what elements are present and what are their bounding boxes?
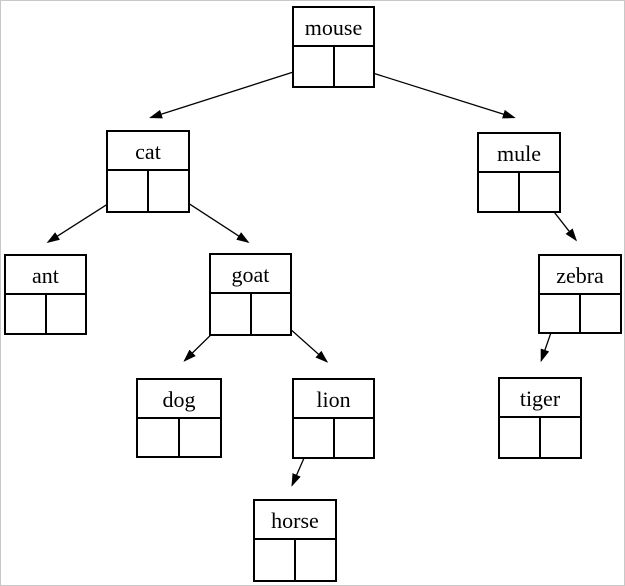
tree-node-goat: goat (209, 253, 292, 336)
pointer-cells-cat (108, 171, 188, 211)
left-pointer-cell-horse (255, 540, 296, 580)
tree-node-tiger: tiger (498, 377, 582, 459)
left-pointer-cell-goat (211, 294, 252, 334)
tree-node-dog: dog (136, 378, 222, 458)
right-pointer-cell-mouse (335, 47, 374, 86)
right-pointer-cell-tiger (541, 418, 580, 457)
tree-node-cat: cat (106, 130, 190, 213)
pointer-cells-goat (211, 294, 290, 334)
left-pointer-cell-zebra (540, 295, 581, 332)
edge-mouse-right-to-mule (352, 66, 516, 119)
node-label-tiger: tiger (500, 379, 580, 418)
right-pointer-cell-cat (149, 171, 188, 211)
node-label-zebra: zebra (540, 256, 620, 295)
node-label-mouse: mouse (294, 8, 373, 47)
pointer-cells-tiger (500, 418, 580, 457)
tree-node-mule: mule (477, 132, 561, 213)
node-label-goat: goat (211, 255, 290, 294)
left-pointer-cell-dog (138, 419, 180, 456)
pointer-cells-mule (479, 173, 559, 211)
pointer-cells-zebra (540, 295, 620, 332)
node-label-ant: ant (6, 256, 85, 295)
pointer-cells-dog (138, 419, 220, 456)
right-pointer-cell-mule (520, 173, 559, 211)
node-label-cat: cat (108, 132, 188, 171)
left-pointer-cell-cat (108, 171, 149, 211)
right-pointer-cell-goat (252, 294, 291, 334)
tree-node-zebra: zebra (538, 254, 622, 334)
tree-node-lion: lion (292, 378, 375, 459)
pointer-cells-horse (255, 540, 335, 580)
node-label-horse: horse (255, 501, 335, 540)
pointer-cells-ant (6, 295, 85, 333)
left-pointer-cell-mule (479, 173, 520, 211)
node-label-mule: mule (479, 134, 559, 173)
left-pointer-cell-tiger (500, 418, 541, 457)
right-pointer-cell-zebra (581, 295, 620, 332)
left-pointer-cell-lion (294, 419, 335, 457)
node-label-dog: dog (138, 380, 220, 419)
right-pointer-cell-horse (296, 540, 335, 580)
node-label-lion: lion (294, 380, 373, 419)
pointer-cells-lion (294, 419, 373, 457)
edge-mouse-left-to-cat (149, 65, 314, 119)
left-pointer-cell-mouse (294, 47, 335, 86)
tree-node-ant: ant (4, 254, 87, 335)
left-pointer-cell-ant (6, 295, 47, 333)
tree-node-mouse: mouse (292, 6, 375, 88)
right-pointer-cell-dog (180, 419, 220, 456)
right-pointer-cell-lion (335, 419, 374, 457)
right-pointer-cell-ant (47, 295, 86, 333)
pointer-cells-mouse (294, 47, 373, 86)
tree-node-horse: horse (253, 499, 337, 582)
